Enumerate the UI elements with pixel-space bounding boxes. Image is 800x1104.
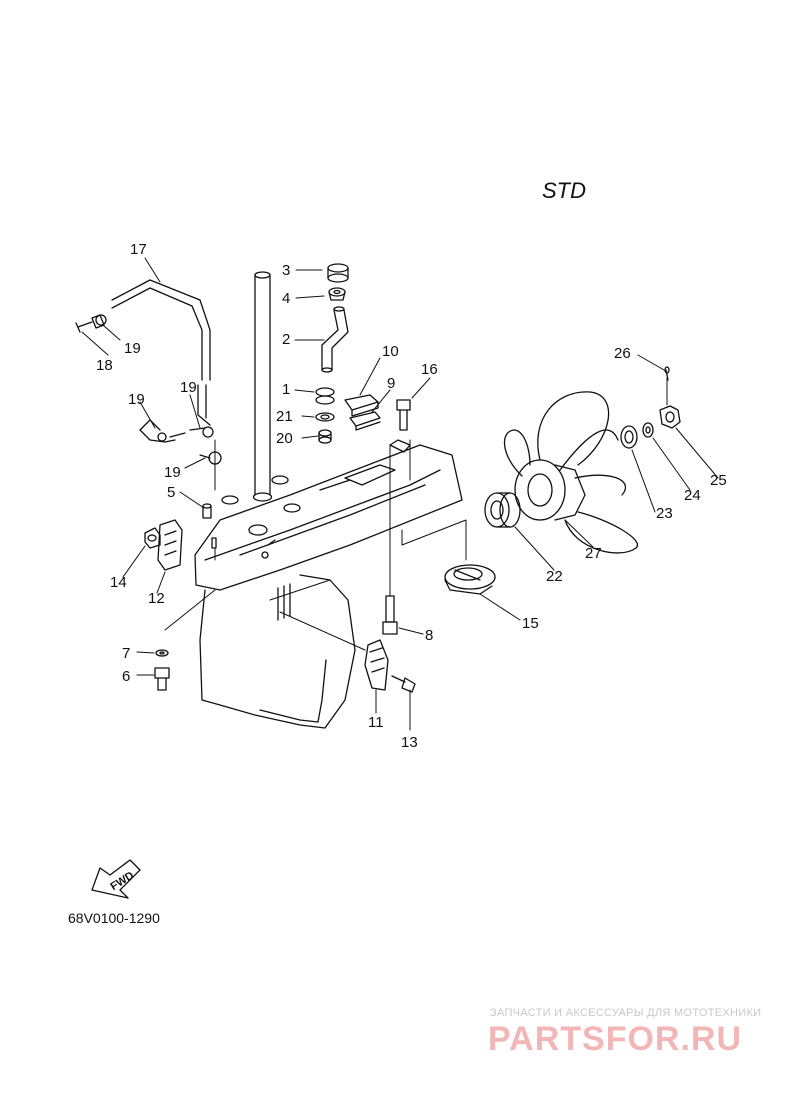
part-label-16: 16 (421, 361, 438, 378)
part-label-26: 26 (614, 345, 631, 362)
part-label-19-top: 19 (124, 340, 141, 357)
upper-column-parts (315, 263, 411, 444)
part-label-4: 4 (282, 290, 290, 307)
part-label-23: 23 (656, 505, 673, 522)
part-label-3: 3 (282, 262, 290, 279)
hub-parts-23-26 (620, 366, 681, 449)
water-hose (111, 279, 211, 426)
drive-shaft-tube (252, 271, 273, 502)
bolt-8 (382, 595, 398, 635)
part-number-labels: 3 4 2 1 21 20 10 9 16 17 19 18 19 19 19 … (96, 241, 727, 751)
leader-lines (81, 257, 719, 731)
watermark-brand: PARTSFOR.RU (488, 1020, 743, 1058)
part-label-15: 15 (522, 615, 539, 632)
part-label-9: 9 (387, 375, 395, 392)
spacer-22 (484, 492, 521, 528)
part-label-22: 22 (546, 568, 563, 585)
fwd-arrow (91, 859, 141, 899)
bolt-6-washer-7 (154, 649, 170, 691)
part-label-20: 20 (276, 430, 293, 447)
part-label-27: 27 (585, 545, 602, 562)
lower-casing (194, 439, 463, 729)
dowel-pin-5 (202, 503, 217, 549)
trim-tab-11-bolt-13 (364, 639, 416, 693)
variant-label: STD (542, 178, 586, 203)
part-label-12: 12 (148, 590, 165, 607)
part-label-19-left: 19 (128, 391, 145, 408)
part-label-17: 17 (130, 241, 147, 258)
propeller-27 (503, 391, 639, 554)
part-label-8: 8 (425, 627, 433, 644)
hose-clamps-left (75, 314, 222, 465)
part-label-2: 2 (282, 331, 290, 348)
drawing-code: 68V0100-1290 (68, 910, 160, 926)
part-label-1: 1 (282, 381, 290, 398)
part-label-19-mid: 19 (180, 379, 197, 396)
anode-12-and-nut-14 (144, 519, 183, 571)
part-label-7: 7 (122, 645, 130, 662)
part-label-13: 13 (401, 734, 418, 751)
part-label-10: 10 (382, 343, 399, 360)
part-label-25: 25 (710, 472, 727, 489)
part-label-19-low: 19 (164, 464, 181, 481)
thrust-washer-15 (444, 564, 496, 595)
part-label-11: 11 (368, 714, 384, 731)
part-label-14: 14 (110, 574, 127, 591)
part-label-21: 21 (276, 408, 293, 425)
part-label-24: 24 (684, 487, 701, 504)
part-label-5: 5 (167, 484, 175, 501)
part-label-18: 18 (96, 357, 113, 374)
watermark-tagline: ЗАПЧАСТИ И АКСЕССУАРЫ ДЛЯ МОТОТЕХНИКИ (490, 1007, 762, 1019)
part-label-6: 6 (122, 668, 130, 685)
